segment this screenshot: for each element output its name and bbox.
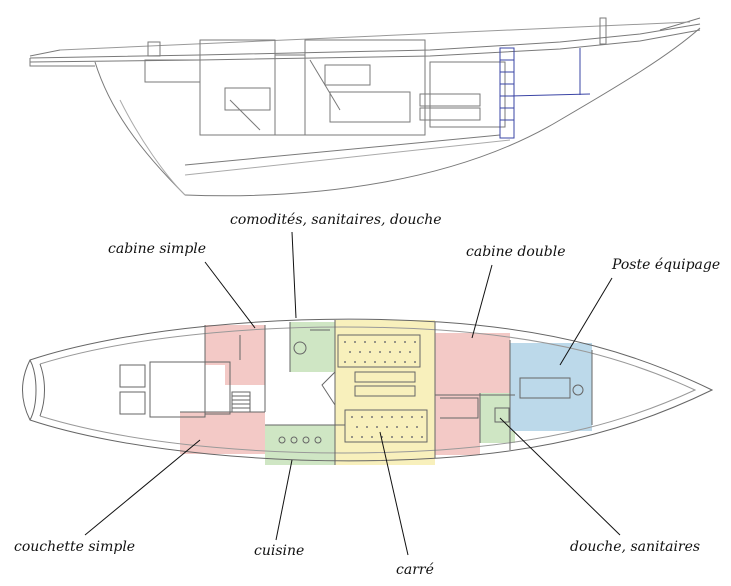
leader-carre — [379, 431, 409, 556]
label-douche-sanitaires: douche, sanitaires — [570, 539, 701, 555]
label-cuisine: cuisine — [254, 543, 305, 559]
leader-douche-sanitaires — [499, 417, 621, 536]
label-cabine-simple: cabine simple — [108, 241, 207, 257]
leader-couchette-simple — [84, 439, 201, 536]
label-comodites: comodités, sanitaires, douche — [230, 212, 442, 228]
label-carre: carré — [396, 562, 434, 578]
label-cabine-double: cabine double — [466, 244, 566, 260]
leader-cabine-double — [471, 264, 493, 339]
label-poste-equipage: Poste équipage — [612, 257, 721, 273]
leader-poste-equipage — [559, 277, 613, 366]
leader-cuisine — [275, 459, 293, 541]
label-couchette-simple: couchette simple — [14, 539, 136, 555]
leader-comodites — [291, 231, 297, 319]
leader-cabine-simple — [204, 261, 256, 329]
